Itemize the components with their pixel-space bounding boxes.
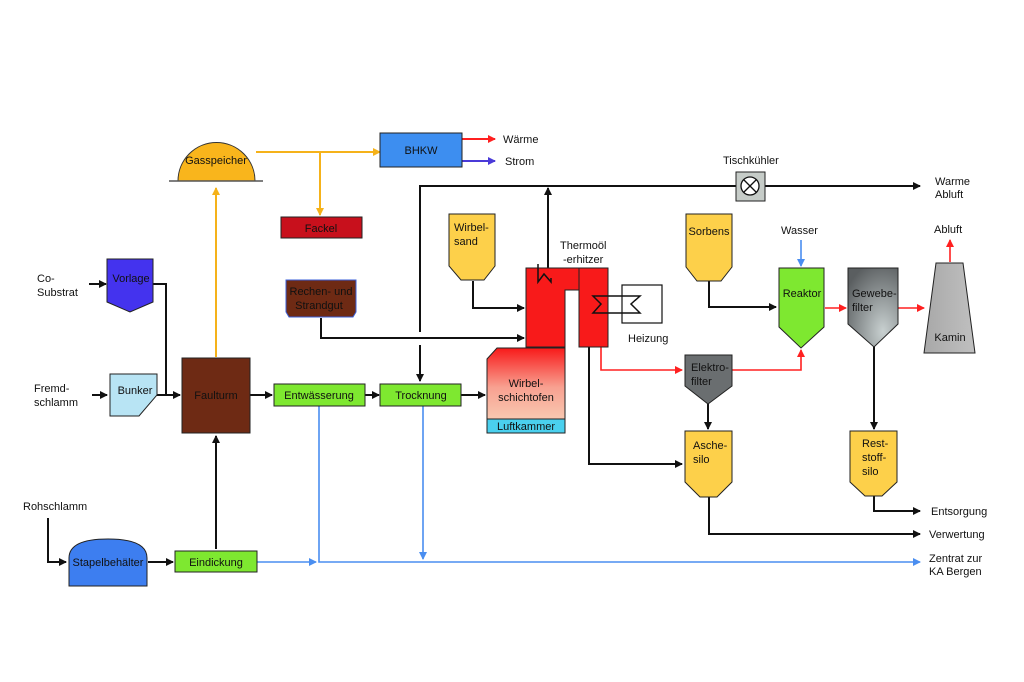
heat-exchanger-icon — [591, 295, 642, 314]
eindickung-label: Eindickung — [189, 557, 243, 569]
thermoel-coil-icon — [537, 264, 552, 285]
wirbelsand-to-ofen-arrow — [472, 281, 525, 312]
eindickung-node[interactable]: Eindickung — [174, 550, 258, 573]
ofen-label-2: schichtofen — [498, 392, 554, 404]
trocknung-node[interactable]: Trocknung — [379, 383, 462, 407]
reaktor-node[interactable]: Reaktor — [778, 267, 825, 349]
entsorgung-label: Entsorgung — [931, 506, 987, 518]
faulturm-label: Faulturm — [194, 390, 237, 402]
gasspeicher-label: Gasspeicher — [185, 155, 247, 167]
elektrofilter-to-reaktor-line — [732, 349, 805, 371]
sorbens-node[interactable]: Sorbens — [685, 213, 733, 282]
fremdschlamm-label-1: Fremd- — [34, 383, 70, 395]
fremdschlamm-label-2: schlamm — [34, 397, 78, 409]
zentrat-label-1: Zentrat zur — [929, 553, 983, 565]
thermoel-label-1: Thermoöl — [560, 240, 606, 252]
reststoffsilo-label-3: silo — [862, 466, 879, 478]
rechengut-label-2: Strandgut — [295, 300, 343, 312]
entsorgung-arrow — [873, 496, 921, 515]
warme-abluft-label-1: Warme — [935, 176, 970, 188]
bhkw-node[interactable]: BHKW — [379, 132, 463, 168]
zentrat-line — [318, 406, 921, 566]
ofen-label-1: Wirbel- — [509, 378, 544, 390]
zentrat-label-2: KA Bergen — [929, 566, 982, 578]
vorlage-to-faulturm-line — [153, 283, 167, 395]
bunker-node[interactable]: Bunker — [109, 373, 158, 417]
verwertung-arrow — [708, 497, 921, 538]
faulturm-node[interactable]: Faulturm — [181, 357, 251, 434]
flue-gas-lines — [600, 239, 954, 374]
aschesilo-label-2: silo — [693, 454, 710, 466]
warme-abluft-label-2: Abluft — [935, 189, 963, 201]
wirbelsand-node[interactable]: Wirbel- sand — [448, 213, 496, 281]
waerme-label: Wärme — [503, 134, 538, 146]
luftkammer-label: Luftkammer — [497, 421, 555, 433]
verwertung-label: Verwertung — [929, 529, 985, 541]
abluft-label: Abluft — [934, 224, 962, 236]
gas-lines — [212, 148, 381, 357]
rechengut-to-ofen-arrow — [320, 318, 525, 342]
rohschlamm-arrow — [47, 518, 67, 566]
heizung-node[interactable]: Heizung — [591, 284, 668, 345]
fackel-node[interactable]: Fackel — [280, 216, 363, 239]
gasspeicher-node[interactable]: Gasspeicher — [169, 142, 263, 182]
thermoel-erhitzer-node[interactable]: Thermoöl -erhitzer — [525, 240, 609, 348]
reaktor-label: Reaktor — [783, 288, 822, 300]
bhkw-outputs — [462, 135, 496, 165]
vorlage-node[interactable]: Vorlage — [106, 258, 154, 313]
tischkuehler-node[interactable]: Tischkühler — [723, 155, 779, 202]
ofen-to-elektrofilter-line — [600, 347, 683, 374]
gewebefilter-node[interactable]: Gewebe- filter — [847, 267, 899, 348]
elektrofilter-label-1: Elektro- — [691, 362, 729, 374]
rohschlamm-label: Rohschlamm — [23, 501, 87, 513]
gewebefilter-label-1: Gewebe- — [852, 288, 897, 300]
wirbelschichtofen-node[interactable]: Wirbel- schichtofen — [486, 347, 566, 420]
wirbelsand-label-1: Wirbel- — [454, 222, 489, 234]
bunker-label: Bunker — [118, 385, 153, 397]
gewebefilter-label-2: filter — [852, 302, 873, 314]
rechengut-node[interactable]: Rechen- und Strandgut — [285, 279, 357, 318]
sorbens-to-reaktor-arrow — [708, 281, 777, 311]
aschesilo-node[interactable]: Asche- silo — [684, 430, 733, 498]
sludge-lines — [47, 182, 921, 566]
thermoel-label-2: -erhitzer — [563, 254, 604, 266]
elektrofilter-label-2: filter — [691, 376, 712, 388]
sorbens-label: Sorbens — [689, 226, 730, 238]
entwaesserung-label: Entwässerung — [284, 390, 354, 402]
kamin-node[interactable]: Kamin — [923, 262, 976, 354]
reststoffsilo-node[interactable]: Rest- stoff- silo — [849, 430, 898, 497]
water-lines — [257, 240, 921, 566]
luftkammer-node[interactable]: Luftkammer — [486, 418, 566, 434]
bhkw-label: BHKW — [405, 145, 439, 157]
vorlage-label: Vorlage — [112, 273, 149, 285]
entwaesserung-node[interactable]: Entwässerung — [273, 383, 366, 407]
tischkuehler-label: Tischkühler — [723, 155, 779, 167]
reststoffsilo-label-2: stoff- — [862, 452, 887, 464]
rechengut-label-1: Rechen- und — [290, 286, 353, 298]
fackel-label: Fackel — [305, 223, 337, 235]
reststoffsilo-label-1: Rest- — [862, 438, 889, 450]
stapelbehaelter-node[interactable]: Stapelbehälter — [68, 538, 148, 587]
kamin-label: Kamin — [934, 332, 965, 344]
co-substrat-label-1: Co- — [37, 273, 55, 285]
aschesilo-label-1: Asche- — [693, 440, 728, 452]
elektrofilter-node[interactable]: Elektro- filter — [684, 354, 733, 405]
wirbelsand-label-2: sand — [454, 236, 478, 248]
ofen-ash-to-aschesilo-arrow — [588, 347, 683, 468]
heizung-label: Heizung — [628, 333, 668, 345]
strom-label: Strom — [505, 156, 534, 168]
trocknung-label: Trocknung — [395, 390, 447, 402]
co-substrat-label-2: Substrat — [37, 287, 78, 299]
wasser-label: Wasser — [781, 225, 818, 237]
stapelbehaelter-label: Stapelbehälter — [73, 557, 144, 569]
